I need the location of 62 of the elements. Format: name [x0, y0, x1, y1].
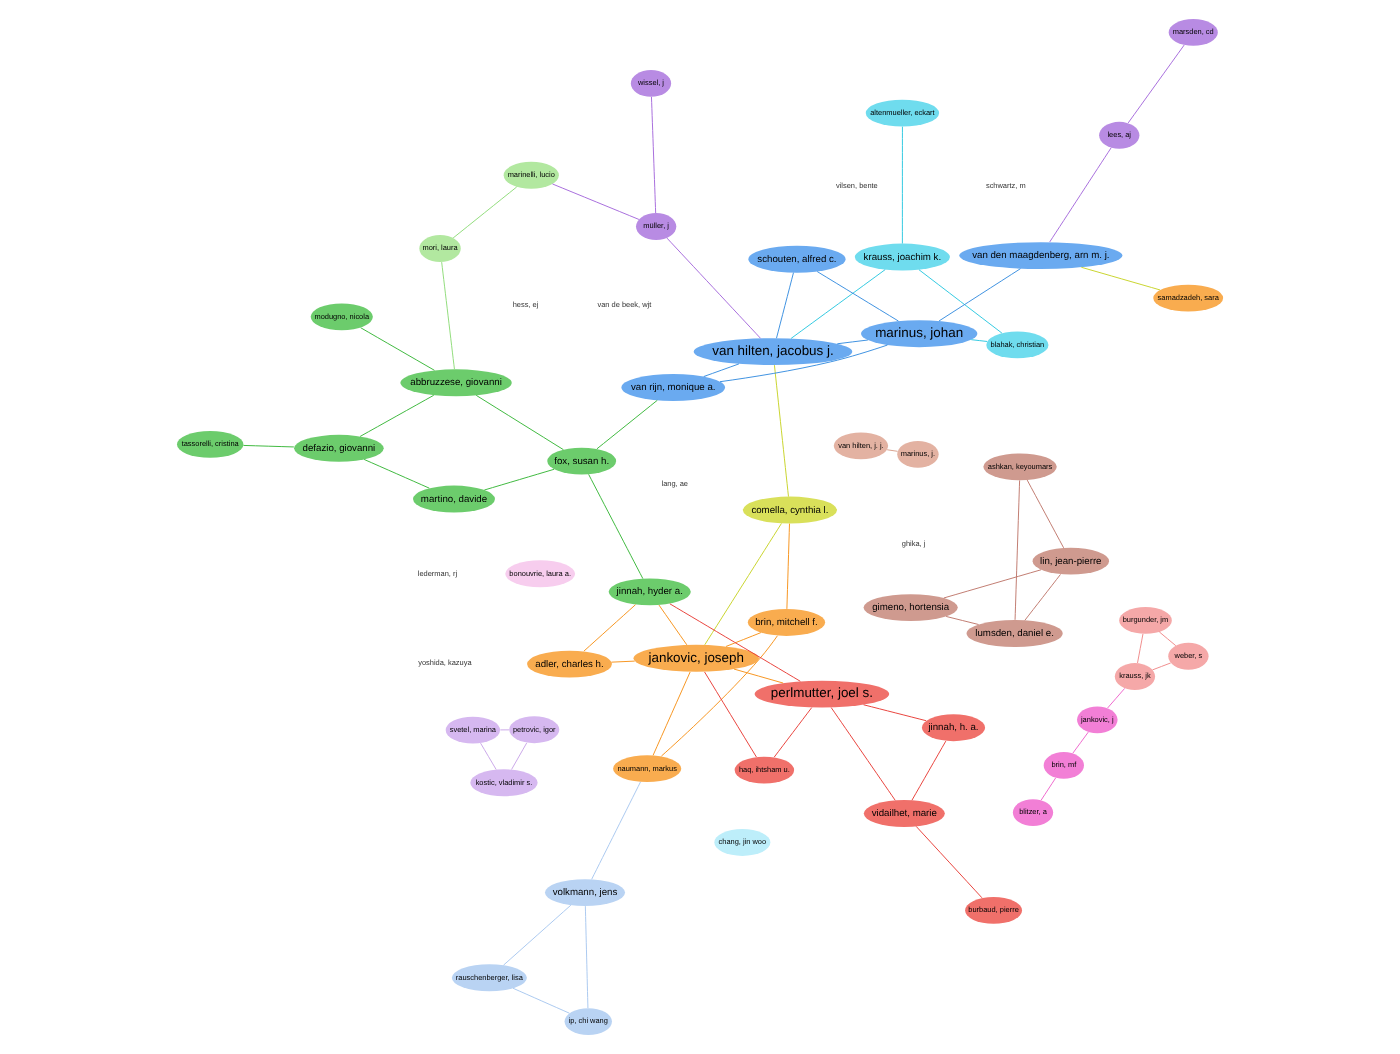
connector [918, 269, 1003, 334]
connector [651, 96, 657, 214]
connector [359, 394, 435, 437]
connector [1040, 777, 1057, 801]
connector [666, 237, 761, 339]
connector [660, 635, 778, 757]
connector [719, 344, 888, 383]
connector [658, 604, 688, 646]
connector [441, 261, 455, 370]
connector [1158, 631, 1177, 647]
connector [475, 394, 564, 451]
connector [786, 523, 790, 610]
connector [703, 363, 740, 377]
connector [1080, 266, 1161, 291]
connector [551, 183, 640, 220]
connector [483, 468, 555, 491]
connector [816, 271, 899, 322]
connector [588, 473, 644, 580]
connector [911, 740, 947, 801]
connector [512, 987, 570, 1014]
connector [886, 449, 899, 452]
connector [583, 604, 636, 652]
connector [669, 603, 801, 682]
connector [242, 444, 295, 448]
connector [591, 781, 641, 880]
connector [938, 268, 1021, 322]
connector [836, 339, 869, 345]
connector [584, 905, 589, 1009]
connector [733, 668, 784, 684]
connector [1049, 147, 1112, 243]
connector [704, 523, 782, 646]
connector [596, 399, 658, 450]
connector [830, 707, 896, 801]
connector [480, 742, 497, 770]
connector [725, 632, 762, 647]
connector [1024, 573, 1061, 621]
connector [776, 272, 794, 339]
connector [915, 825, 983, 899]
connector [360, 327, 435, 371]
connector [1107, 687, 1126, 709]
connector [363, 458, 430, 489]
connector [1072, 731, 1089, 754]
connector [1151, 662, 1172, 671]
connector [652, 671, 691, 756]
connector [970, 339, 988, 342]
connector [943, 569, 1042, 599]
connector [1026, 479, 1065, 549]
connector [1127, 44, 1185, 124]
connector [704, 671, 757, 758]
connector [452, 186, 518, 239]
connector [511, 742, 528, 770]
connector [1137, 633, 1144, 664]
connector [945, 615, 980, 625]
connector [773, 364, 789, 498]
connector [790, 269, 886, 339]
connector [1014, 479, 1021, 621]
connector [611, 660, 636, 663]
connector [499, 729, 510, 731]
connector [503, 904, 572, 966]
connector [773, 707, 813, 758]
connector [863, 704, 927, 722]
connector [901, 126, 903, 244]
